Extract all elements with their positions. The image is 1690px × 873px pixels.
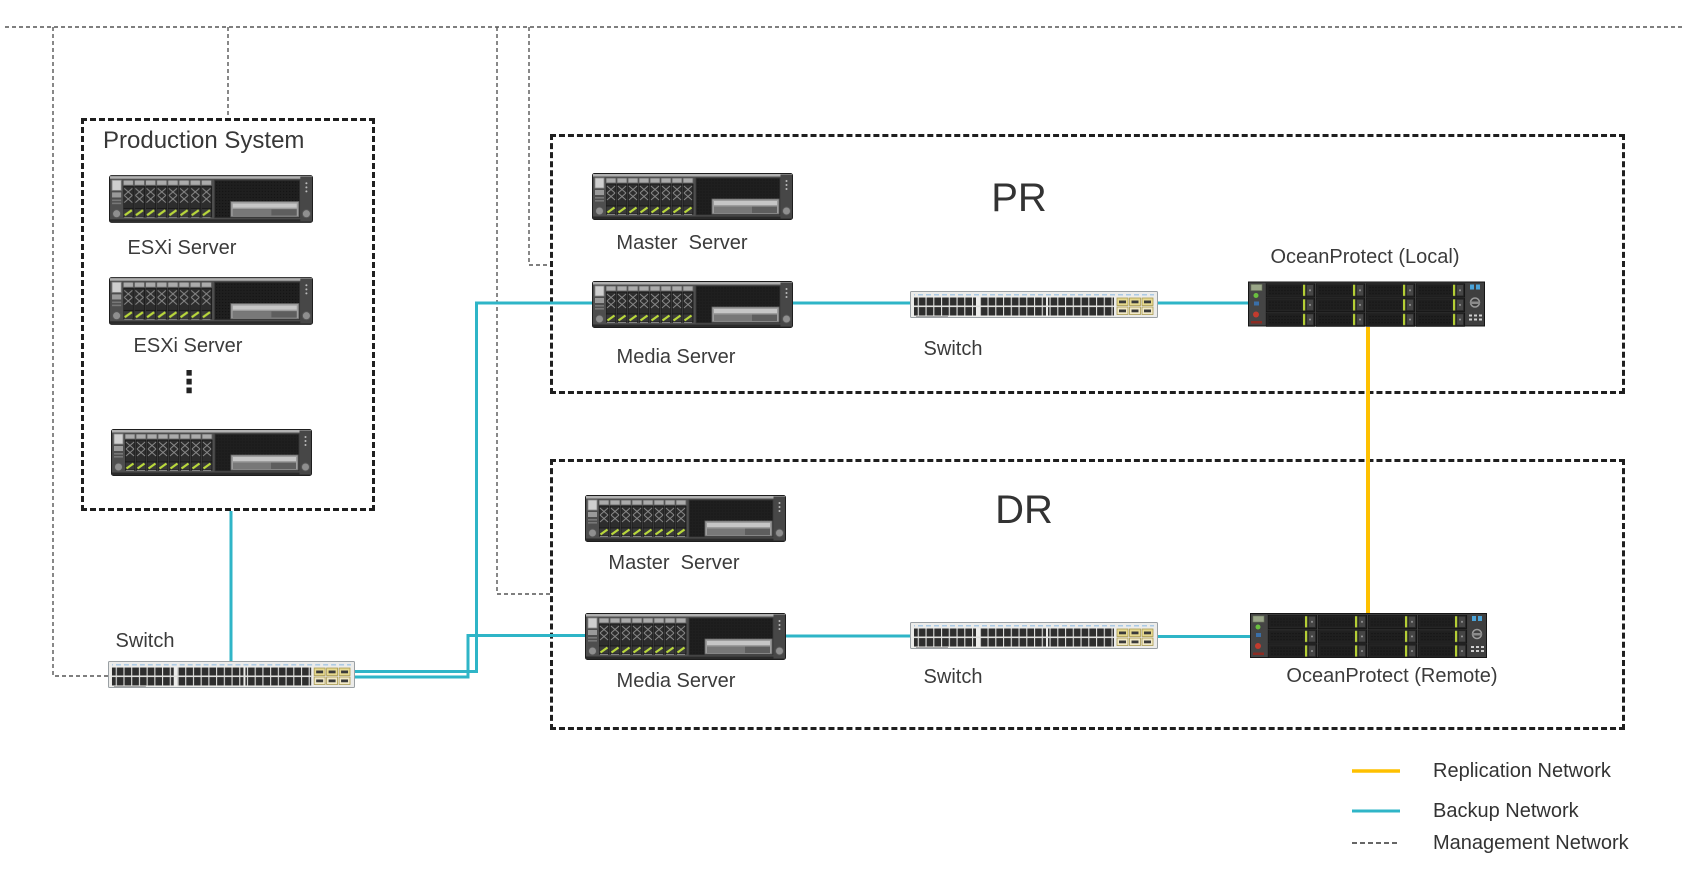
esxi-server-1-label: ESXi Server [127,237,237,259]
esxi-server-2-label: ESXi Server [133,335,243,357]
replication-network-swatch [1352,769,1400,773]
legend-item-backup: Backup Network [1352,798,1579,824]
core-switch-icon [108,661,355,688]
backup-network-swatch [1352,809,1400,813]
pr-master-server-icon [592,173,793,220]
pr-switch-label: Switch [923,338,983,360]
oceanprotect-local-label: OceanProtect (Local) [1270,246,1460,268]
oceanprotect-remote-icon [1250,613,1487,658]
esxi-server-2-icon [109,277,313,325]
esxi-server-3-icon [111,429,312,476]
esxi-server-1-icon [109,175,313,223]
legend-item-management: Management Network [1352,830,1629,856]
more-servers-ellipsis: ⋮ [174,366,204,399]
dr-title: DR [995,488,1053,532]
pr-media-server-label: Media Server [616,346,736,368]
dr-switch-icon [910,622,1158,649]
legend-label-replication: Replication Network [1433,759,1611,782]
legend-item-replication: Replication Network [1352,758,1611,784]
legend-label-backup: Backup Network [1433,799,1579,822]
management-network-swatch [1352,842,1400,844]
dr-media-server-label: Media Server [616,670,736,692]
dr-master-server-icon [585,495,786,542]
production-system-title: Production System [103,127,305,154]
oceanprotect-local-icon [1248,281,1485,327]
pr-master-server-label: Master Server [616,232,748,254]
pr-switch-icon [910,291,1158,318]
core-switch-label: Switch [115,630,175,652]
oceanprotect-remote-label: OceanProtect (Remote) [1286,665,1498,687]
dr-master-server-label: Master Server [608,552,740,574]
dr-media-server-icon [585,613,786,660]
dr-switch-label: Switch [923,666,983,688]
pr-title: PR [991,176,1047,220]
legend-label-management: Management Network [1433,831,1629,854]
pr-media-server-icon [592,281,793,328]
pr-zone-box [550,134,1625,394]
